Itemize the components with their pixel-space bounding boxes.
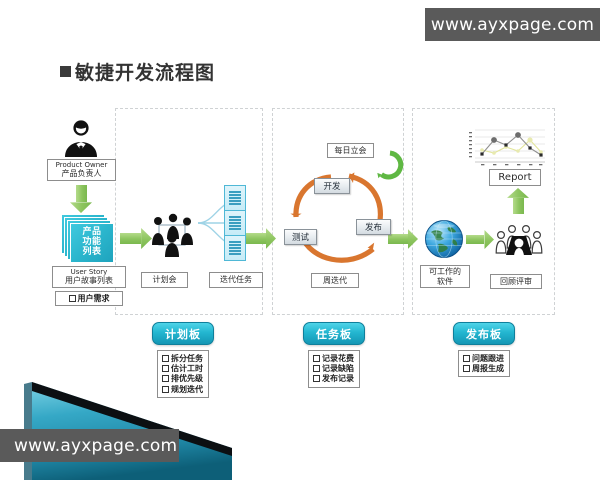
- planning-meeting-caption-text: 计划会: [152, 275, 177, 285]
- board-release-item-2[interactable]: 周报生成: [463, 364, 504, 373]
- board-planning-title[interactable]: 计划板: [152, 322, 214, 345]
- board-planning-item-3-label: 排优先级: [171, 374, 203, 384]
- requirement-label: 用户需求: [55, 291, 123, 306]
- weekly-iteration-caption-text: 周迭代: [323, 275, 347, 285]
- user-story-caption-en: User Story: [70, 268, 108, 277]
- square-bullet-icon: [60, 66, 71, 77]
- checkbox-icon[interactable]: [313, 375, 320, 383]
- planning-meeting-caption: 计划会: [141, 272, 188, 288]
- green-down-arrow-icon: [70, 185, 92, 213]
- product-owner-caption: Product Owner 产品负责人: [47, 159, 116, 181]
- checkbox-icon[interactable]: [162, 355, 169, 363]
- checkbox-icon[interactable]: [313, 355, 320, 363]
- review-meeting-icon: [495, 215, 543, 260]
- checkbox-icon[interactable]: [162, 385, 169, 393]
- report-label-text: Report: [498, 171, 532, 183]
- board-planning-item-4-label: 规划迭代: [171, 384, 203, 394]
- meeting-people-icon: [143, 205, 203, 257]
- cycle-node-release-text: 发布: [364, 223, 382, 233]
- working-software-caption-l1: 可工作的: [429, 267, 461, 277]
- board-task-item-3-label: 发布记录: [322, 374, 354, 384]
- task-doc-icon-2: [224, 210, 246, 236]
- board-release-item-1[interactable]: 问题跟进: [463, 354, 504, 363]
- backlog-line-3: 列表: [82, 246, 102, 257]
- board-task-item-2[interactable]: 记录缺陷: [313, 364, 354, 373]
- checkbox-icon[interactable]: [463, 365, 470, 373]
- board-task[interactable]: 任务板 记录花费 记录缺陷 发布记录: [303, 322, 365, 388]
- board-release-item-2-label: 周报生成: [472, 364, 504, 374]
- globe-icon: [425, 220, 463, 258]
- cycle-node-test: 测试: [284, 229, 317, 245]
- board-planning-items: 拆分任务 估计工时 排优先级 规划迭代: [157, 350, 209, 398]
- board-release-item-1-label: 问题跟进: [472, 354, 504, 363]
- page-title-text: 敏捷开发流程图: [75, 62, 216, 84]
- board-task-item-1[interactable]: 记录花费: [313, 354, 354, 363]
- retrospective-caption: 回顾评审: [490, 274, 542, 289]
- daily-standup-label-text: 每日立会: [334, 145, 367, 155]
- column-release-frame: [412, 108, 555, 315]
- cycle-node-develop: 开发: [314, 178, 350, 194]
- checkbox-icon[interactable]: [162, 375, 169, 383]
- watermark-top: www.ayxpage.com: [425, 8, 600, 41]
- daily-standup-label: 每日立会: [327, 143, 374, 158]
- product-backlog-cards: 产品 功能 列表: [61, 214, 119, 264]
- board-planning-item-3[interactable]: 排优先级: [162, 374, 203, 383]
- cycle-node-release: 发布: [356, 219, 391, 235]
- column-iteration-frame: [272, 108, 404, 315]
- watermark-bottom: www.ayxpage.com: [0, 429, 179, 462]
- retrospective-caption-text: 回顾评审: [500, 276, 532, 286]
- board-task-title[interactable]: 任务板: [303, 322, 365, 345]
- board-release-items: 问题跟进 周报生成: [458, 350, 510, 378]
- line-chart-icon: [465, 126, 547, 168]
- board-planning-item-2[interactable]: 估计工时: [162, 364, 203, 373]
- green-right-arrow-icon-4: [466, 230, 494, 249]
- board-task-items: 记录花费 记录缺陷 发布记录: [308, 350, 360, 388]
- iteration-tasks-caption-text: 迭代任务: [220, 275, 252, 285]
- green-up-arrow-icon: [507, 188, 529, 214]
- board-planning-item-4[interactable]: 规划迭代: [162, 385, 203, 394]
- working-software-caption: 可工作的 软件: [420, 265, 470, 288]
- checkbox-icon[interactable]: [313, 365, 320, 373]
- board-planning[interactable]: 计划板 拆分任务 估计工时 排优先级 规划迭代: [152, 322, 214, 398]
- user-story-caption: User Story 用户故事列表: [52, 266, 126, 288]
- cycle-node-develop-text: 开发: [323, 182, 341, 192]
- board-planning-item-1[interactable]: 拆分任务: [162, 354, 203, 363]
- backlog-line-2: 功能: [82, 237, 102, 248]
- board-task-item-3[interactable]: 发布记录: [313, 374, 354, 383]
- board-task-item-1-label: 记录花费: [322, 354, 354, 363]
- board-release[interactable]: 发布板 问题跟进 周报生成: [453, 322, 515, 378]
- green-right-arrow-icon-2: [246, 228, 276, 249]
- board-planning-item-1-label: 拆分任务: [171, 354, 203, 363]
- requirement-text: 用户需求: [77, 294, 110, 303]
- report-label: Report: [489, 169, 541, 186]
- green-right-arrow-icon-3: [388, 229, 418, 249]
- green-circular-arrow-icon: [377, 150, 404, 180]
- board-release-title[interactable]: 发布板: [453, 322, 515, 345]
- product-owner-caption-cn: 产品负责人: [61, 169, 102, 179]
- cycle-node-test-text: 测试: [291, 233, 309, 243]
- task-doc-icon-3: [224, 235, 246, 261]
- working-software-caption-l2: 软件: [437, 276, 453, 286]
- checkbox-icon: [68, 295, 76, 302]
- weekly-iteration-caption: 周迭代: [311, 273, 359, 288]
- task-doc-icon-1: [224, 185, 246, 211]
- page-title: 敏捷开发流程图: [60, 58, 215, 85]
- board-task-item-2-label: 记录缺陷: [322, 364, 354, 374]
- product-owner-caption-en: Product Owner: [55, 161, 108, 170]
- green-right-arrow-icon-1: [120, 228, 152, 249]
- checkbox-icon[interactable]: [162, 365, 169, 373]
- decorative-blue-wedge: [24, 382, 232, 480]
- user-story-caption-cn: 用户故事列表: [65, 276, 113, 286]
- iteration-tasks-caption: 迭代任务: [209, 272, 263, 288]
- board-planning-item-2-label: 估计工时: [171, 364, 203, 374]
- checkbox-icon[interactable]: [463, 355, 470, 363]
- backlog-line-1: 产品: [82, 227, 102, 238]
- column-planning-frame: [115, 108, 263, 315]
- person-silhouette-icon: [60, 118, 102, 158]
